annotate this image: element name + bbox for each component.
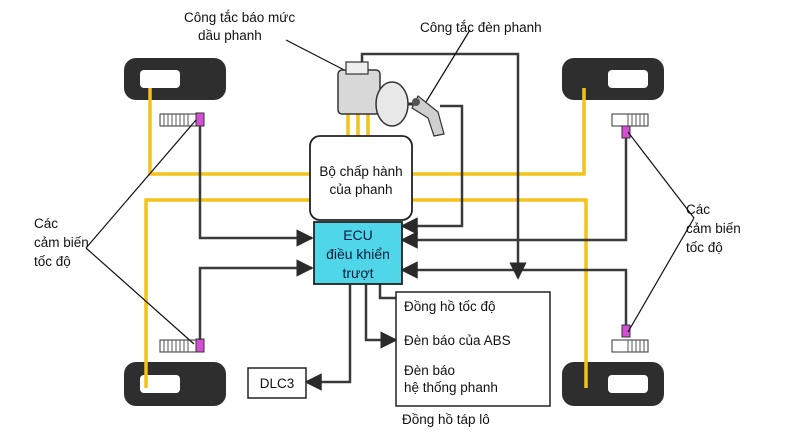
sensors-left-label-line3: tốc độ (34, 254, 71, 269)
brake-lamp-label-line1: Đèn báo (404, 363, 455, 378)
brake-pedal (411, 95, 445, 137)
wheel-rear-left (124, 362, 226, 406)
brake-lamp-label-line2: hệ thống phanh (404, 380, 498, 395)
brake-fluid-switch-label-line1: Công tắc báo mức (184, 10, 295, 25)
dlc3-connector: DLC3 (247, 367, 307, 399)
ecu-label-line1: ECU (343, 227, 373, 243)
ecu-label-line2: điều khiển (326, 246, 390, 262)
callout-lines (85, 29, 695, 345)
speed-sensor-rear-left (159, 338, 205, 353)
sensors-right-label-line2: cảm biến (686, 221, 741, 236)
wheel-front-left (124, 58, 226, 100)
signal-wires (198, 52, 628, 391)
sensors-left-label-line2: cảm biến (34, 235, 89, 250)
combination-meter: Đồng hồ tốc độ Đèn báo của ABS Đèn báo h… (395, 291, 551, 407)
abs-lamp-label: Đèn báo của ABS (404, 333, 511, 348)
actuator-label-line1: Bộ chấp hành (319, 164, 402, 179)
brake-actuator: Bộ chấp hành của phanh (309, 135, 413, 221)
actuator-label-line2: của phanh (329, 182, 392, 197)
sensors-right-label-line1: Các (686, 202, 710, 217)
master-cylinder (337, 61, 426, 127)
sensors-right-label-line3: tốc độ (686, 240, 723, 255)
dlc3-label: DLC3 (260, 376, 295, 391)
speedometer-label: Đồng hồ tốc độ (404, 299, 496, 314)
speed-sensor-front-left (159, 112, 205, 127)
ecu-label-line3: trượt (343, 265, 374, 281)
sensors-left-label-line1: Các (34, 216, 58, 231)
speed-sensor-rear-right (611, 324, 649, 353)
wheel-rear-right (562, 362, 664, 406)
wheel-front-right (562, 58, 664, 100)
skid-control-ecu: ECU điều khiển trượt (313, 221, 403, 285)
brake-light-switch-label: Công tắc đèn phanh (420, 20, 542, 35)
combination-meter-label: Đồng hồ táp lô (402, 412, 490, 427)
brake-fluid-switch-label-line2: dầu phanh (198, 28, 262, 43)
